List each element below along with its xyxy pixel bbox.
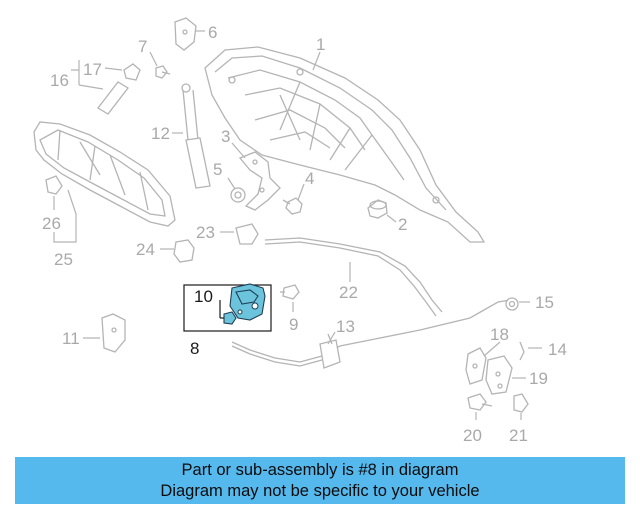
- label-part-17: 17: [83, 60, 102, 79]
- label-part-9: 9: [289, 315, 298, 334]
- label-part-14: 14: [548, 340, 567, 359]
- part-11-bracket: [101, 313, 126, 353]
- part-7-screw: [155, 65, 171, 79]
- part-10-latch-switch: [219, 300, 237, 325]
- banner-line-1: Part or sub-assembly is #8 in diagram: [181, 461, 459, 479]
- info-banner: Part or sub-assembly is #8 in diagram Di…: [15, 457, 625, 504]
- part-8-hood-latch: [229, 283, 266, 321]
- leader-13: [327, 331, 336, 345]
- label-part-24: 24: [136, 240, 155, 259]
- label-part-2: 2: [398, 215, 407, 234]
- label-part-8: 8: [190, 339, 199, 358]
- label-part-10: 10: [194, 287, 213, 306]
- part-8-callout-box: [183, 284, 272, 332]
- label-part-12: 12: [151, 124, 170, 143]
- label-part-5: 5: [213, 160, 222, 179]
- label-part-18: 18: [490, 325, 509, 344]
- part-5-nut: [230, 187, 246, 203]
- label-part-3: 3: [221, 127, 230, 146]
- label-part-22: 22: [339, 283, 358, 302]
- label-part-15: 15: [535, 293, 554, 312]
- label-part-11: 11: [62, 329, 80, 348]
- label-part-13: 13: [336, 317, 355, 336]
- label-part-19: 19: [529, 369, 548, 388]
- part-20-bolt: [467, 393, 493, 411]
- part-16-panel: [97, 81, 129, 115]
- part-14-clip: [519, 341, 525, 361]
- leader-3: [231, 142, 246, 159]
- part-9-bolt: [280, 284, 300, 300]
- label-part-4: 4: [305, 169, 314, 188]
- part-19-latch-bracket: [485, 355, 513, 395]
- leader-16-17: [71, 60, 123, 90]
- leader-4: [297, 183, 305, 201]
- label-part-23: 23: [196, 223, 215, 242]
- leader-1: [312, 51, 321, 71]
- banner-line-2: Diagram may not be specific to your vehi…: [160, 482, 480, 500]
- leader-25-26: [53, 189, 77, 243]
- part-22-weatherstrip: [264, 237, 443, 317]
- leader-2: [386, 214, 397, 223]
- part-4-bolt: [282, 197, 303, 215]
- label-part-25: 25: [54, 250, 73, 269]
- part-24-clip: [173, 239, 195, 263]
- part-13-release-cable: [231, 299, 511, 369]
- part-21-clip: [513, 393, 529, 413]
- leader-18: [483, 341, 501, 357]
- label-part-1: 1: [316, 35, 325, 54]
- label-part-26: 26: [42, 214, 61, 233]
- part-23-clip: [235, 223, 259, 245]
- part-15-grommet: [505, 297, 519, 311]
- leader-5: [227, 177, 236, 190]
- part-25-insulator: [33, 121, 176, 227]
- label-part-20: 20: [463, 426, 482, 445]
- leader-7: [149, 51, 158, 67]
- part-2-bumper: [367, 199, 388, 219]
- part-6-clip: [174, 17, 197, 51]
- part-3-hinge: [238, 151, 281, 211]
- part-12-strut: [181, 83, 211, 189]
- label-part-21: 21: [509, 426, 528, 445]
- label-part-16: 16: [50, 71, 69, 90]
- part-18-bracket: [465, 347, 487, 385]
- part-17-clip: [123, 63, 141, 81]
- label-part-7: 7: [138, 37, 147, 56]
- part-26-clip: [45, 175, 63, 195]
- hood-panel: [204, 46, 486, 243]
- label-part-6: 6: [208, 23, 217, 42]
